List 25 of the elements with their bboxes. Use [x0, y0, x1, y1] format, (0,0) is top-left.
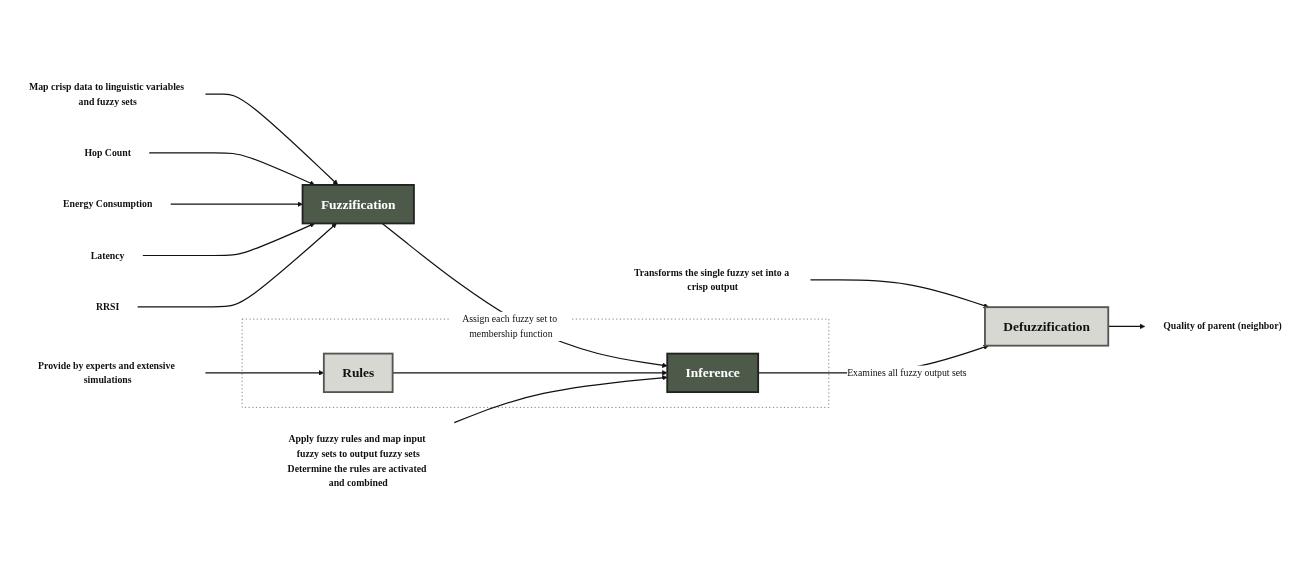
arrow — [381, 222, 667, 368]
node-box: Defuzzification — [983, 306, 1109, 347]
node-box: Inference — [665, 352, 759, 393]
node-text: Latency — [90, 250, 125, 261]
node-text: Apply fuzzy rules and map input fuzzy sets to output fuzzy sets Determine the rules are activated and combined — [287, 433, 426, 489]
node-box: Fuzzification — [301, 184, 415, 225]
arrow — [169, 201, 303, 207]
node-box: Rules — [322, 352, 394, 393]
node-text: Quality of parent (neighbor) — [1162, 320, 1282, 332]
arrow — [136, 223, 337, 308]
arrow — [1107, 323, 1145, 330]
arrow — [148, 152, 315, 186]
arrow — [204, 93, 338, 186]
arrow — [141, 222, 315, 257]
node-text: Map crisp data to linguistic variables and fuzzy sets — [28, 81, 184, 107]
node-text: Hop Count — [83, 147, 131, 158]
edge-label: Assign each fuzzy set to membership function — [461, 313, 557, 339]
node-text: Provide by experts and extensive simulations — [37, 360, 175, 386]
arrow — [453, 375, 667, 424]
edge-label: Examines all fuzzy output sets — [846, 367, 967, 378]
node-text: Transforms the single fuzzy set into a crisp output — [633, 267, 789, 293]
arrow — [204, 370, 324, 376]
node-text: RRSI — [95, 301, 119, 312]
node-text: Energy Consumption — [62, 198, 152, 210]
arrow — [809, 279, 989, 309]
